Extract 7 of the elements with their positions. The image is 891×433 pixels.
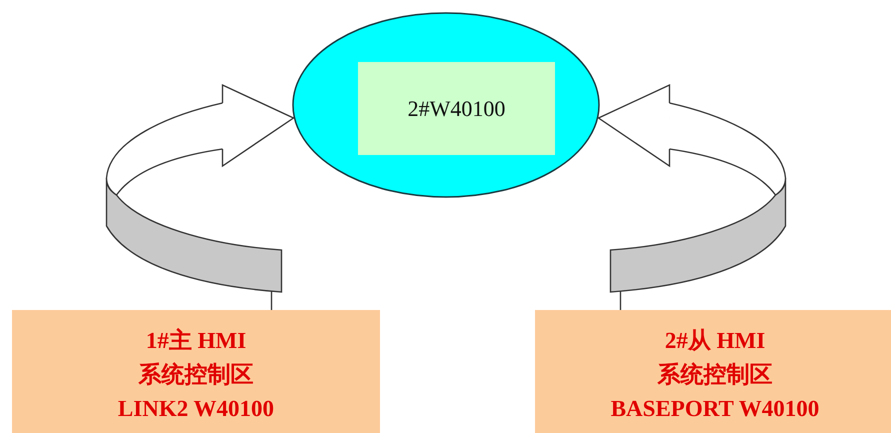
address-box: 2#W40100 [358,62,555,155]
hmi-box [535,310,891,433]
hmi-label: 2#从 HMI 系统控制区 BASEPORT W40100 [610,327,820,423]
hmi-box [12,310,380,433]
ellipse-shape [292,12,600,198]
curved-ribbon-arrow [106,84,294,310]
hmi-label: 1#主 HMI 系统控制区 LINK2 W40100 [117,327,275,423]
